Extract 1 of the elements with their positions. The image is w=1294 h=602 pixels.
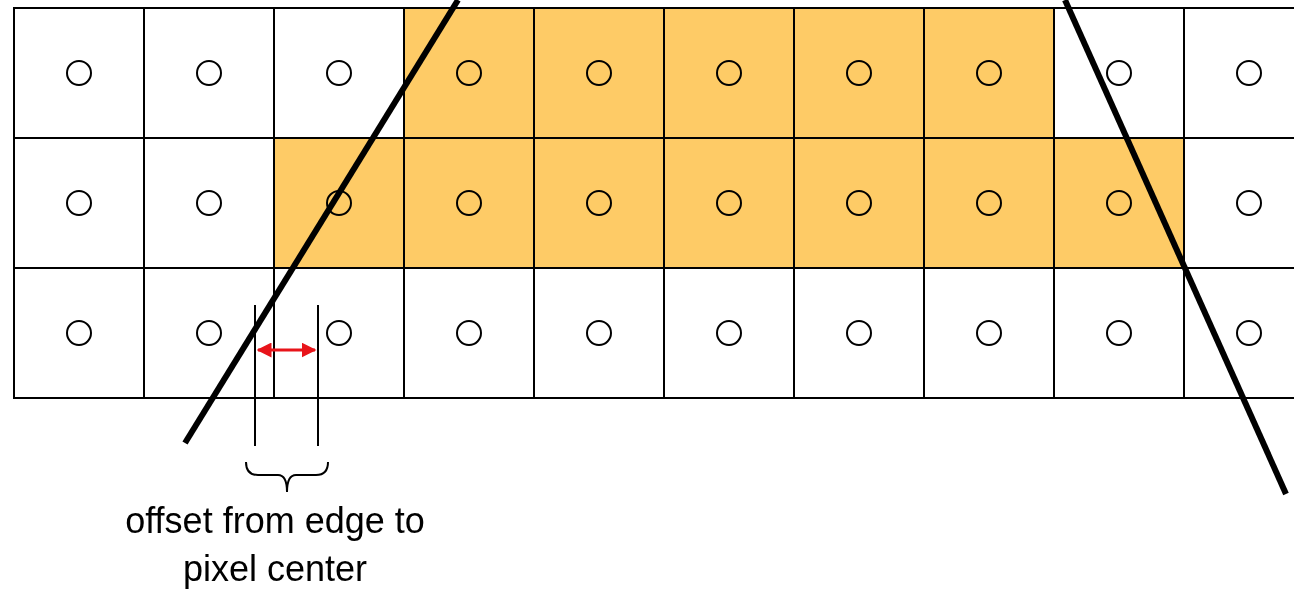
annotation-text: offset from edge to pixel center: [124, 499, 426, 591]
